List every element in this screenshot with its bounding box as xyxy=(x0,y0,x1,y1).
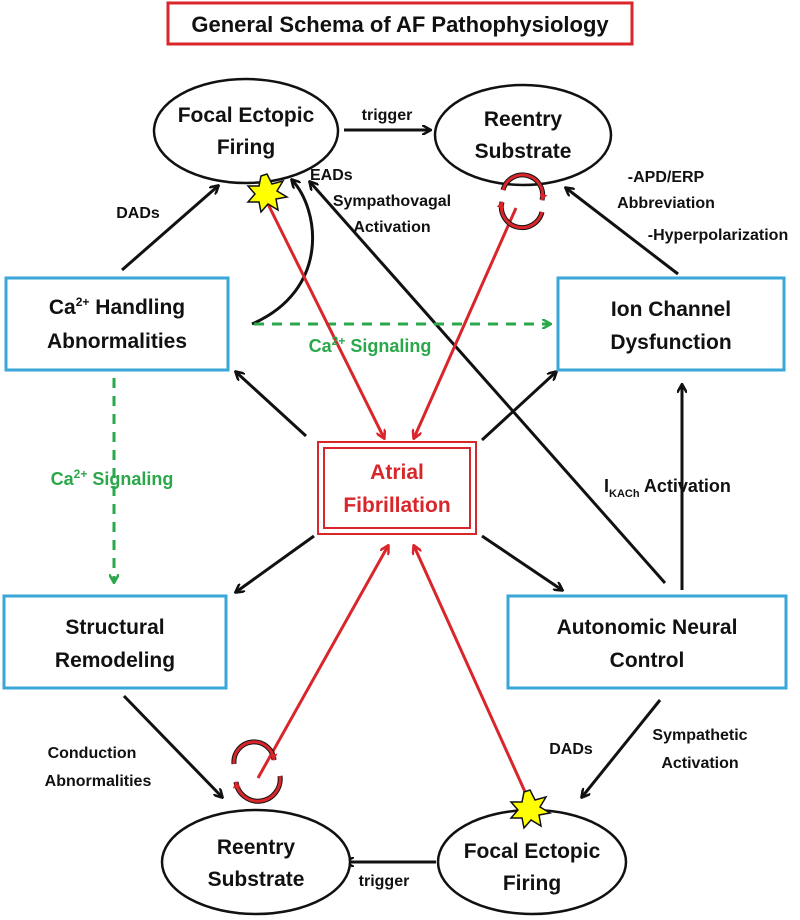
focal-ectopic-firing-top-oval xyxy=(152,77,340,185)
trigger-bottom-label: trigger xyxy=(359,873,410,890)
af-line1: Atrial xyxy=(370,461,424,484)
arrow-autonomic-to-focal xyxy=(582,699,662,797)
arrow-focal-top-to-af xyxy=(262,195,384,438)
focal-bottom-line2: Firing xyxy=(503,872,561,895)
ikach-activation-label: IKACh Activation xyxy=(604,476,731,500)
structural-remodeling-box xyxy=(2,594,228,690)
arrow-reentry-top-to-af xyxy=(414,207,518,438)
autonomic-line2: Control xyxy=(610,649,685,672)
focal-top-line2: Firing xyxy=(217,136,275,159)
structural-line2: Remodeling xyxy=(55,649,175,672)
sympathovagal-label-1: Sympathovagal xyxy=(333,193,451,210)
arrow-af-to-autonomic xyxy=(481,534,562,590)
arrow-eads-curve xyxy=(251,180,314,326)
autonomic-line1: Autonomic Neural xyxy=(557,616,738,639)
af-box-outer xyxy=(317,441,477,535)
focal-top-line1: Focal Ectopic xyxy=(178,104,315,127)
reentry-bottom-line1: Reentry xyxy=(217,836,296,859)
focal-bottom-line1: Focal Ectopic xyxy=(464,840,601,863)
sympathetic-label-1: Sympathetic xyxy=(652,727,747,744)
arrow-ca-to-focal-top xyxy=(121,186,218,272)
ca-signaling-vertical-label: Ca2+ Signaling xyxy=(51,467,174,489)
dads-top-label: DADs xyxy=(116,205,160,222)
dads-bottom-label: DADs xyxy=(549,741,593,758)
ion-channel-line2: Dysfunction xyxy=(610,331,731,354)
reentry-substrate-bottom-oval xyxy=(160,808,352,916)
arrow-ion-to-reentry-top xyxy=(566,188,679,276)
sympathetic-label-2: Activation xyxy=(661,755,738,772)
structural-line1: Structural xyxy=(65,616,164,639)
af-box-inner xyxy=(323,447,471,529)
sympathovagal-label-2: Activation xyxy=(353,219,430,236)
eads-label: EADs xyxy=(310,167,353,184)
reentry-top-line2: Substrate xyxy=(475,140,572,163)
reentry-top-line1: Reentry xyxy=(484,108,563,131)
ca-signaling-horizontal-label: Ca2+ Signaling xyxy=(309,334,432,356)
ca-handling-line1: Ca2+ Handling xyxy=(49,295,185,319)
arrow-af-to-ion xyxy=(480,372,556,442)
autonomic-neural-control-box xyxy=(506,594,788,690)
conduction-label-1: Conduction xyxy=(48,745,137,762)
conduction-label-2: Abnormalities xyxy=(45,773,152,790)
star-burst-icon-top xyxy=(246,173,290,214)
reentry-bottom-line2: Substrate xyxy=(208,868,305,891)
arrow-focal-bottom-to-af xyxy=(414,546,528,795)
hyperpolarization-label: -Hyperpolarization xyxy=(648,227,788,244)
reentry-substrate-top-oval xyxy=(433,83,613,187)
star-burst-icon-bottom xyxy=(509,789,553,830)
af-line2: Fibrillation xyxy=(343,494,450,517)
ion-channel-line1: Ion Channel xyxy=(611,298,731,321)
title-box xyxy=(166,1,634,46)
apd-erp-label: -APD/ERP xyxy=(628,169,705,186)
arrow-structural-to-reentry xyxy=(122,694,222,797)
ca-handling-box xyxy=(4,276,230,372)
ion-channel-box xyxy=(556,276,786,372)
trigger-top-label: trigger xyxy=(362,107,413,124)
arrow-af-to-structural xyxy=(236,534,315,592)
arrow-af-to-ca xyxy=(236,372,308,438)
reentry-circuit-icon-bottom xyxy=(231,739,283,804)
diagram-title: General Schema of AF Pathophysiology xyxy=(191,12,609,37)
ca-handling-line2: Abnormalities xyxy=(47,330,187,353)
arrow-sympathovagal xyxy=(310,182,667,584)
reentry-circuit-icon-top xyxy=(496,172,548,231)
abbreviation-label: Abbreviation xyxy=(617,195,715,212)
arrow-reentry-bottom-to-af xyxy=(256,546,388,779)
